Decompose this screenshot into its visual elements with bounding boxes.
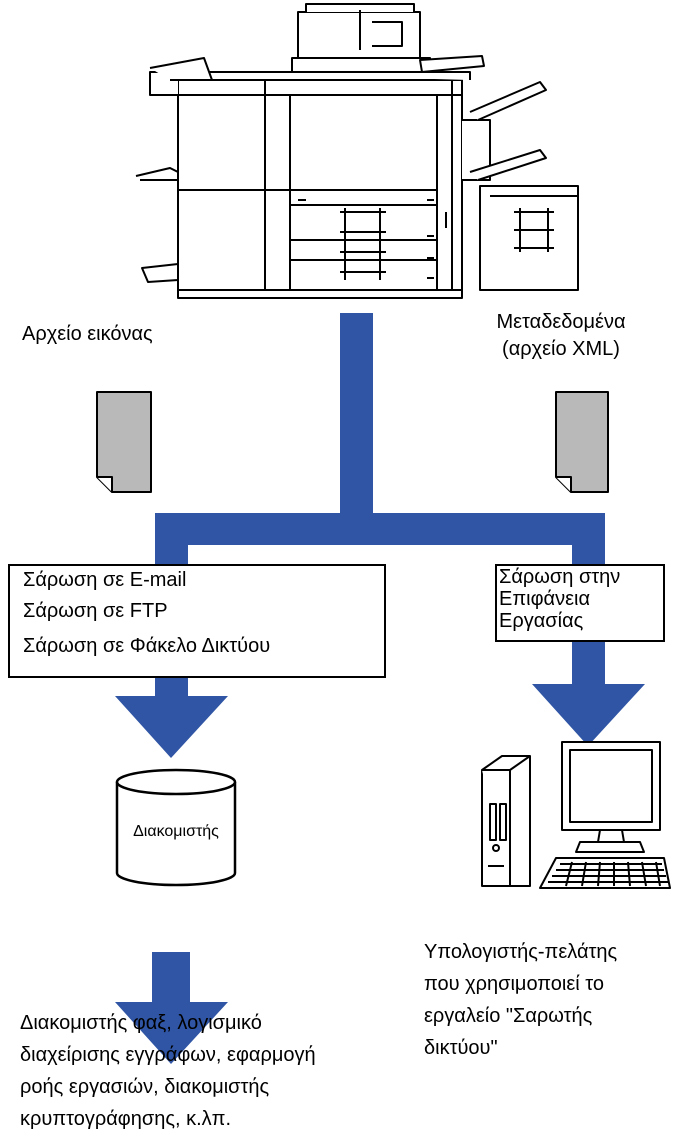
printer-icon bbox=[135, 3, 579, 299]
scan-to-desktop-line3: Εργασίας bbox=[499, 610, 584, 632]
destinations-line3: ροής εργασιών, διακομιστής bbox=[20, 1076, 270, 1098]
client-computer-icon bbox=[481, 741, 671, 889]
client-label-line2: που χρησιμοποιεί το bbox=[424, 973, 605, 995]
server-label: Διακομιστής bbox=[133, 823, 219, 840]
client-label-line3: εργαλείο "Σαρωτής bbox=[424, 1005, 593, 1027]
metadata-document-icon bbox=[555, 391, 609, 493]
scan-to-desktop-line1: Σάρωση στην bbox=[499, 566, 621, 588]
client-label-line4: δικτύου" bbox=[424, 1037, 498, 1059]
metadata-label-line2: (αρχείο XML) bbox=[502, 338, 620, 360]
destinations-line4: κρυπτογράφησης, κ.λπ. bbox=[20, 1108, 232, 1130]
server-icon bbox=[115, 768, 237, 887]
image-file-label: Αρχείο εικόνας bbox=[22, 323, 153, 345]
left-scan-box: Σάρωση σε E-mail Σάρωση σε FTP Σάρωση σε… bbox=[8, 564, 386, 678]
metadata-label-line1: Μεταδεδομένα bbox=[496, 311, 626, 333]
scan-to-network-folder-label: Σάρωση σε Φάκελο Δικτύου bbox=[23, 635, 271, 657]
scan-to-email-label: Σάρωση σε E-mail bbox=[23, 569, 187, 591]
scan-to-ftp-label: Σάρωση σε FTP bbox=[23, 600, 168, 622]
image-file-document-icon bbox=[96, 391, 152, 493]
client-label-line1: Υπολογιστής-πελάτης bbox=[424, 941, 618, 963]
destinations-line2: διαχείρισης εγγράφων, εφαρμογή bbox=[20, 1044, 316, 1066]
destinations-label: Διακομιστής φαξ, λογισμικό διαχείρισης ε… bbox=[20, 1007, 316, 1135]
client-label: Υπολογιστής-πελάτης που χρησιμοποιεί το … bbox=[424, 936, 617, 1064]
scan-to-desktop-line2: Επιφάνεια bbox=[499, 588, 591, 610]
right-scan-box: Σάρωση στην Επιφάνεια Εργασίας bbox=[495, 564, 665, 642]
flow-lines bbox=[115, 313, 645, 1064]
destinations-line1: Διακομιστής φαξ, λογισμικό bbox=[20, 1012, 262, 1034]
metadata-label: Μεταδεδομένα (αρχείο XML) bbox=[486, 309, 636, 363]
